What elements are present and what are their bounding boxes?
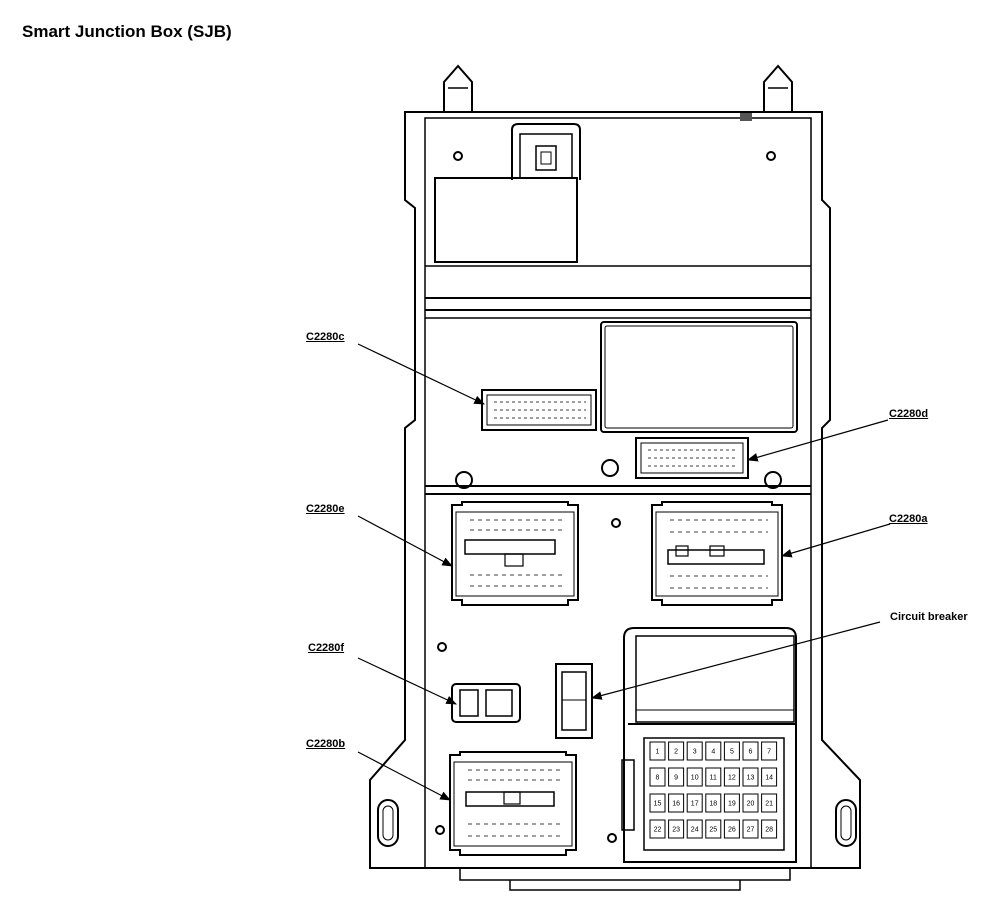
fuse-label: 6 xyxy=(749,749,753,756)
fuse-slot-16: 16 xyxy=(668,793,685,813)
leader-c2280a xyxy=(780,523,891,558)
fuse-label: 24 xyxy=(691,827,699,834)
fuse-label: 13 xyxy=(747,775,755,782)
label-c2280a: C2280a xyxy=(889,513,928,525)
fuse-label: 20 xyxy=(747,801,755,808)
leader-c2280f xyxy=(357,657,457,705)
page-title: Smart Junction Box (SJB) xyxy=(22,22,232,41)
fuse-slot-20: 20 xyxy=(742,793,759,813)
fuse-label: 7 xyxy=(767,749,771,756)
fuse-label: 27 xyxy=(747,827,755,834)
fuse-label: 14 xyxy=(765,775,773,782)
label-c2280c: C2280c xyxy=(306,331,345,343)
fuse-label: 10 xyxy=(691,775,699,782)
fuse-label: 23 xyxy=(672,827,680,834)
fuse-label: 4 xyxy=(711,749,715,756)
fuse-label: 18 xyxy=(709,801,717,808)
fuse-slot-21: 21 xyxy=(761,793,778,813)
middle-section xyxy=(425,321,811,495)
fuse-label: 1 xyxy=(656,749,660,756)
label-c2280e: C2280e xyxy=(306,503,345,515)
fuse-slot-7: 7 xyxy=(761,741,778,761)
fuse-label: 21 xyxy=(765,801,773,808)
mounting-pin-left xyxy=(443,64,473,112)
fuse-slot-24: 24 xyxy=(686,819,703,839)
label-c2280d: C2280d xyxy=(889,408,929,420)
fuse-slot-12: 12 xyxy=(723,767,740,787)
label-circuit-breaker: Circuit breaker xyxy=(890,611,968,623)
circuit-breaker xyxy=(555,663,593,739)
fuse-label: 26 xyxy=(728,827,736,834)
fuse-label: 19 xyxy=(728,801,736,808)
fuse-label: 9 xyxy=(674,775,678,782)
fuse-slot-27: 27 xyxy=(742,819,759,839)
fuse-slot-2: 2 xyxy=(668,741,685,761)
housing-outline xyxy=(369,111,861,869)
fuse-slot-28: 28 xyxy=(761,819,778,839)
fuse-slot-17: 17 xyxy=(686,793,703,813)
leader-c2280d xyxy=(746,419,889,462)
fuse-label: 25 xyxy=(709,827,717,834)
fuse-label: 8 xyxy=(656,775,660,782)
fuse-slot-15: 15 xyxy=(649,793,666,813)
fuse-label: 11 xyxy=(710,775,717,782)
fuse-slot-5: 5 xyxy=(723,741,740,761)
fuse-slot-26: 26 xyxy=(723,819,740,839)
fuse-label: 28 xyxy=(765,827,773,834)
fuse-label: 3 xyxy=(693,749,697,756)
fuse-panel xyxy=(621,627,797,863)
fuse-slot-3: 3 xyxy=(686,741,703,761)
mounting-pin-right xyxy=(763,64,793,112)
fuse-slot-8: 8 xyxy=(649,767,666,787)
fuse-slot-25: 25 xyxy=(705,819,722,839)
fuse-label: 2 xyxy=(674,749,678,756)
fuse-slot-22: 22 xyxy=(649,819,666,839)
leader-c2280e xyxy=(357,515,453,567)
connector-c2280e xyxy=(451,501,579,606)
fuse-slot-1: 1 xyxy=(649,741,666,761)
fuse-label: 22 xyxy=(654,827,662,834)
fuse-label: 17 xyxy=(691,801,699,808)
fuse-slot-4: 4 xyxy=(705,741,722,761)
top-section xyxy=(425,123,811,319)
fuse-slot-18: 18 xyxy=(705,793,722,813)
fuse-slot-9: 9 xyxy=(668,767,685,787)
fuse-label: 16 xyxy=(672,801,680,808)
leader-c2280c xyxy=(357,343,485,405)
fuse-slot-23: 23 xyxy=(668,819,685,839)
fuse-slot-13: 13 xyxy=(742,767,759,787)
fuse-slot-6: 6 xyxy=(742,741,759,761)
fuse-slot-11: 11 xyxy=(705,767,722,787)
fuse-slot-19: 19 xyxy=(723,793,740,813)
fuse-slot-10: 10 xyxy=(686,767,703,787)
label-c2280b: C2280b xyxy=(306,738,346,750)
mounting-ear-right xyxy=(835,799,857,847)
connector-c2280c xyxy=(481,389,597,431)
fuse-label: 12 xyxy=(728,775,736,782)
fuse-label: 5 xyxy=(730,749,734,756)
fuse-slot-14: 14 xyxy=(761,767,778,787)
connector-c2280b xyxy=(449,751,577,856)
fuse-label: 15 xyxy=(654,801,662,808)
leader-c2280b xyxy=(357,751,451,801)
leader-circuit-breaker xyxy=(590,621,881,700)
label-c2280f: C2280f xyxy=(308,642,345,654)
mounting-ear-left xyxy=(377,799,399,847)
